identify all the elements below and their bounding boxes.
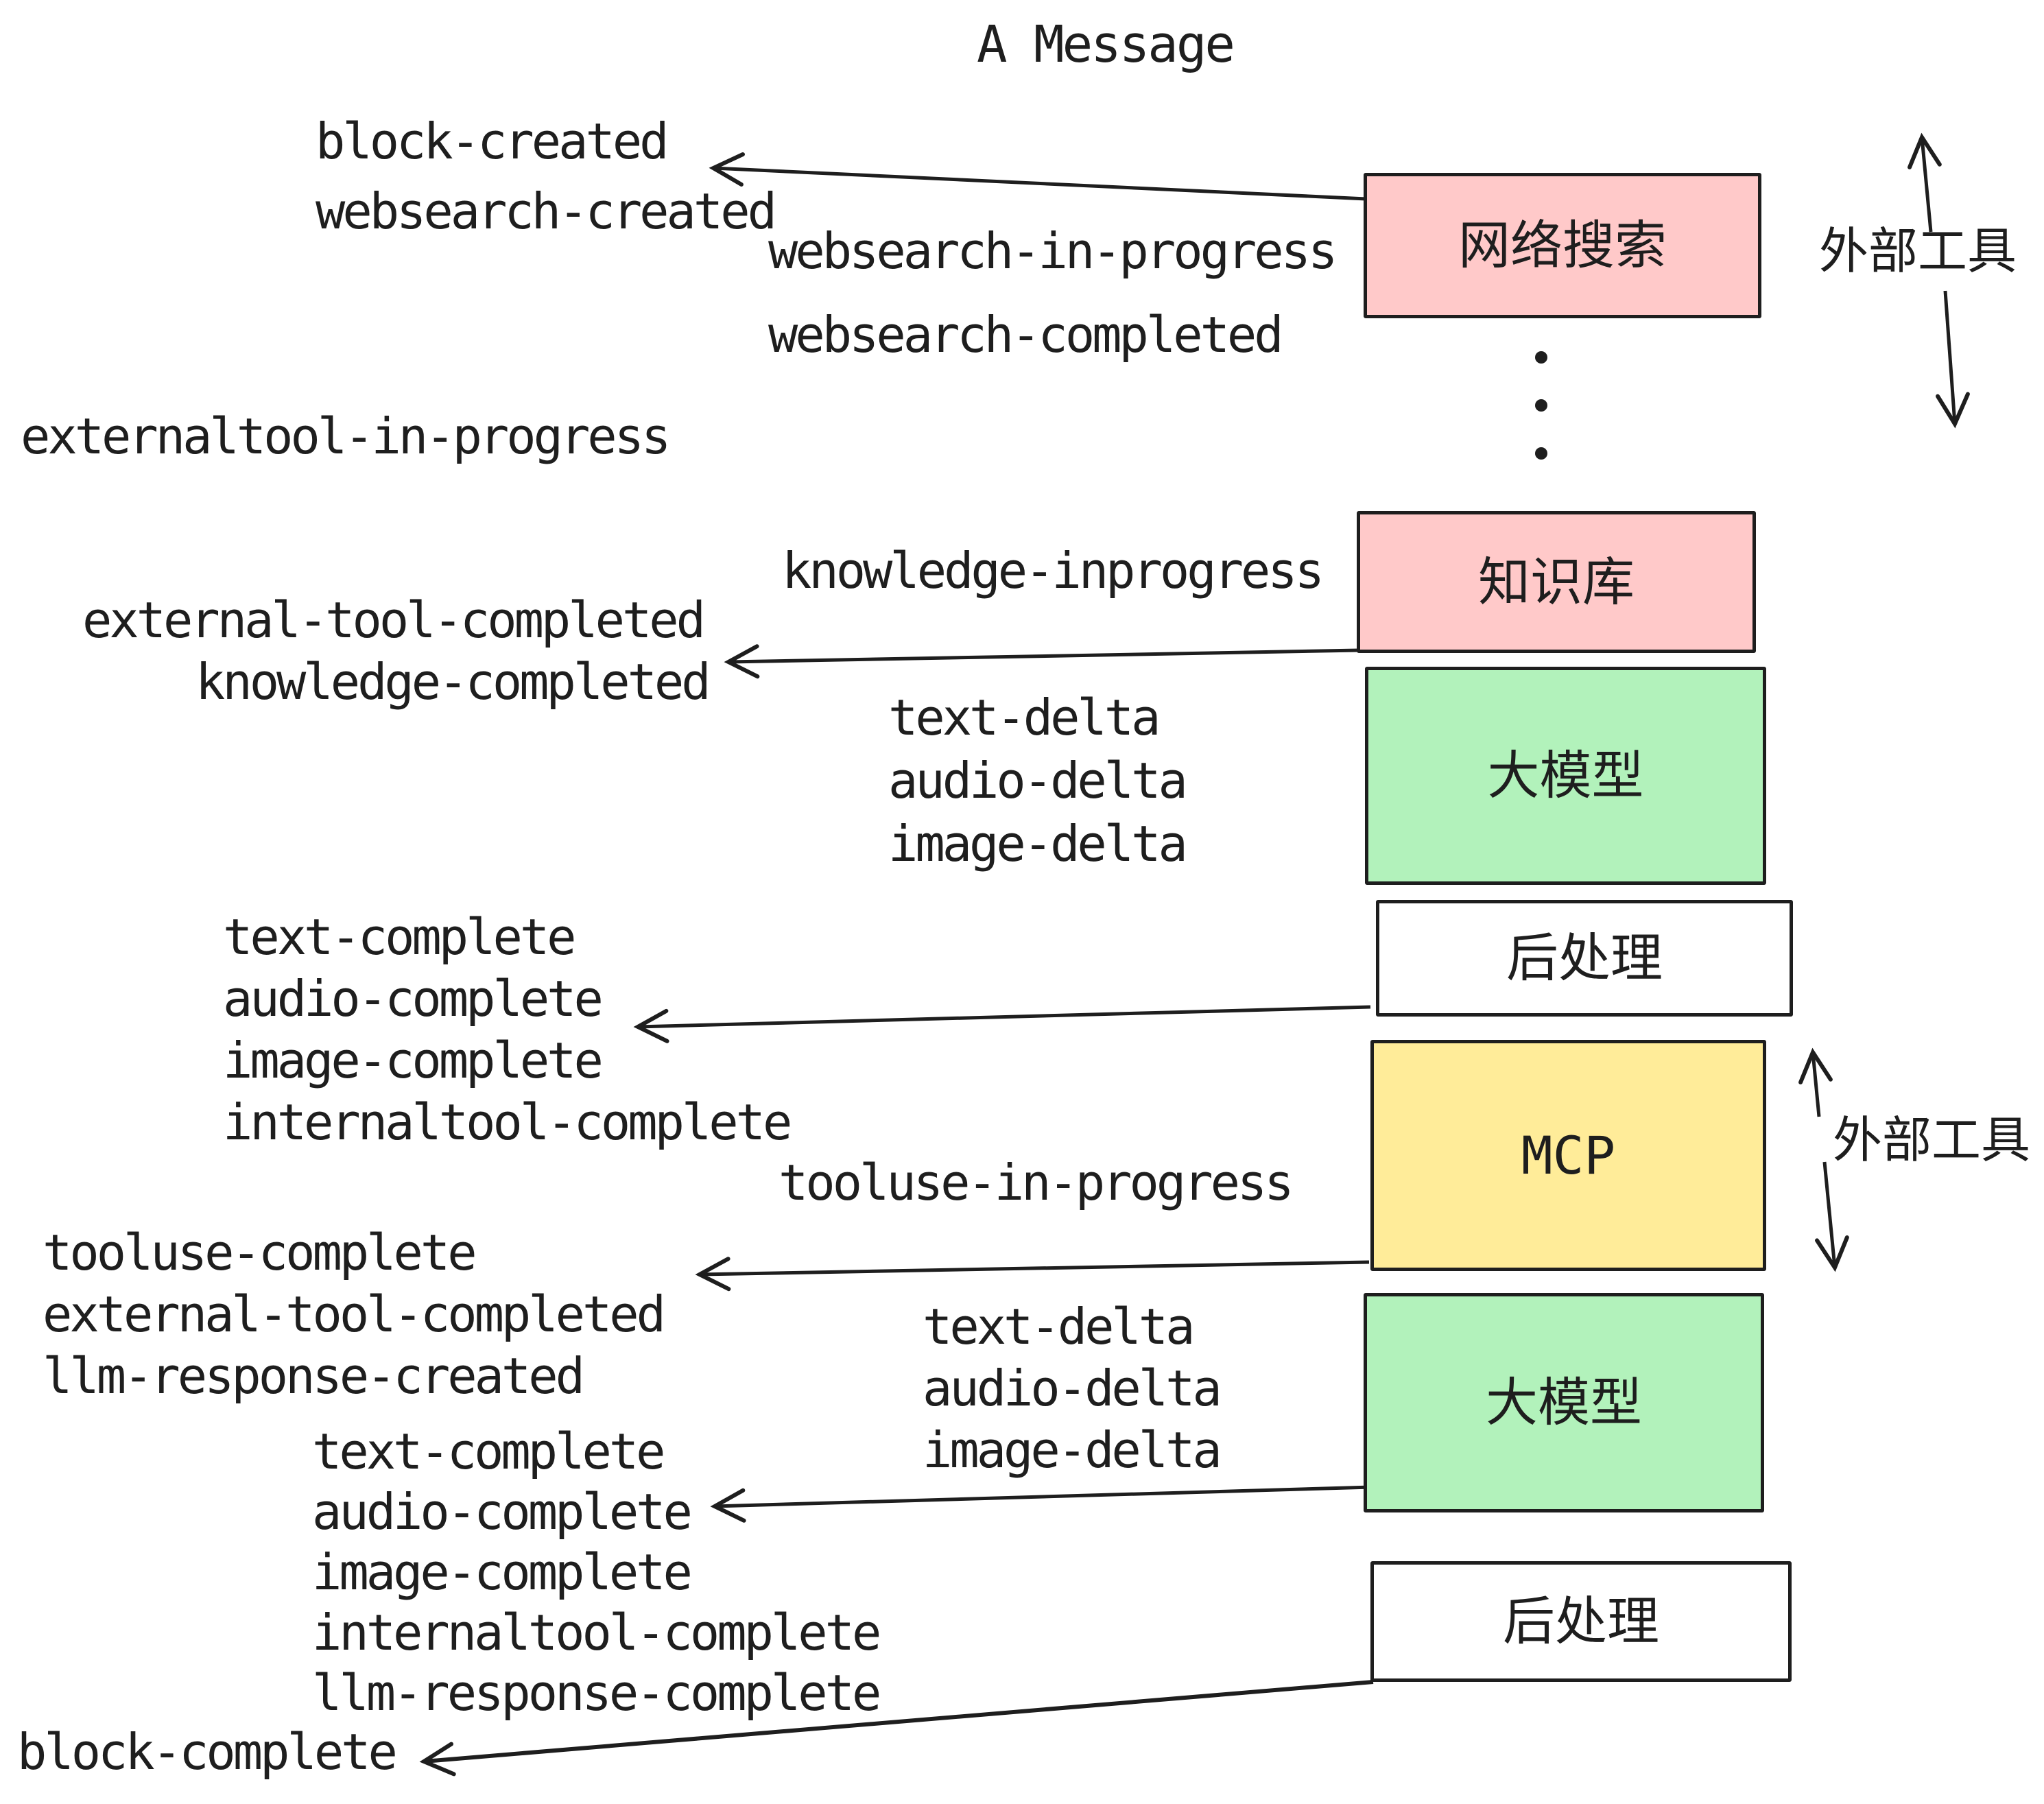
- event-external-tool-completed-2: external-tool-completed: [43, 1285, 666, 1343]
- external-tools-up-arrow-2: [1798, 1047, 1833, 1117]
- event-tooluse-in-progress: tooluse-in-progress: [779, 1154, 1294, 1211]
- arrow-audio-complete: [710, 1485, 1372, 1523]
- event-internaltool-complete-1: internaltool-complete: [223, 1093, 792, 1151]
- arrow-websearch-created: [709, 152, 1367, 201]
- diagram-title: A Message: [977, 15, 1235, 74]
- ellipsis-dot: [1535, 351, 1547, 364]
- event-external-tool-completed-1: external-tool-completed: [82, 591, 706, 649]
- event-image-complete-1: image-complete: [223, 1032, 604, 1089]
- event-text-delta-1: text-delta: [888, 689, 1161, 746]
- event-knowledge-inprogress: knowledge-inprogress: [782, 542, 1324, 600]
- box-postprocess-2: 后处理: [1370, 1561, 1792, 1682]
- event-llm-response-complete: llm-response-complete: [312, 1664, 881, 1722]
- vertical-ellipsis-dots: [1535, 351, 1547, 460]
- box-mcp: MCP: [1370, 1040, 1766, 1271]
- box-llm-2-label: 大模型: [1486, 1372, 1642, 1433]
- external-tools-up-arrow-1: [1908, 132, 1942, 233]
- box-websearch: 网络搜索: [1364, 173, 1761, 318]
- event-image-complete-2: image-complete: [312, 1543, 693, 1601]
- box-postprocess-1-label: 后处理: [1506, 927, 1663, 988]
- box-llm-2: 大模型: [1364, 1293, 1764, 1512]
- event-text-complete-1: text-complete: [223, 908, 577, 966]
- box-mcp-label: MCP: [1521, 1124, 1616, 1186]
- event-audio-delta-1: audio-delta: [888, 752, 1188, 809]
- event-image-delta-2: image-delta: [923, 1421, 1222, 1479]
- event-block-created: block-created: [316, 112, 669, 170]
- arrow-external-tool-completed: [695, 1257, 1370, 1292]
- box-websearch-label: 网络搜索: [1458, 215, 1667, 276]
- event-block-complete: block-complete: [17, 1723, 398, 1781]
- box-knowledge: 知识库: [1357, 511, 1756, 653]
- ellipsis-dot: [1535, 399, 1547, 412]
- event-websearch-created: websearch-created: [316, 182, 777, 240]
- event-knowledge-completed: knowledge-completed: [195, 653, 711, 711]
- arrow-image-complete: [633, 1005, 1371, 1043]
- event-internaltool-complete-2: internaltool-complete: [312, 1604, 881, 1661]
- event-websearch-in-progress: websearch-in-progress: [768, 222, 1338, 280]
- event-tooluse-complete: tooluse-complete: [43, 1224, 477, 1281]
- box-llm-1-label: 大模型: [1487, 745, 1644, 806]
- event-audio-complete-1: audio-complete: [223, 970, 604, 1028]
- ellipsis-dot: [1535, 447, 1547, 460]
- box-postprocess-1: 后处理: [1376, 900, 1793, 1017]
- event-text-delta-2: text-delta: [923, 1298, 1195, 1355]
- external-tools-label-2: 外部工具: [1833, 1111, 2031, 1169]
- event-image-delta-1: image-delta: [888, 815, 1188, 873]
- event-audio-complete-2: audio-complete: [312, 1483, 693, 1541]
- external-tools-label-1: 外部工具: [1819, 222, 2017, 280]
- event-text-complete-2: text-complete: [312, 1423, 666, 1480]
- event-externaltool-in-progress: externaltool-in-progress: [21, 407, 671, 465]
- arrow-knowledge-completed: [724, 644, 1360, 679]
- external-tools-down-arrow-1: [1936, 290, 1970, 429]
- event-websearch-completed: websearch-completed: [768, 306, 1284, 364]
- external-tools-down-arrow-2: [1815, 1161, 1849, 1272]
- box-knowledge-label: 知识库: [1478, 551, 1635, 613]
- event-audio-delta-2: audio-delta: [923, 1360, 1222, 1417]
- box-postprocess-2-label: 后处理: [1503, 1591, 1659, 1652]
- box-llm-1: 大模型: [1365, 667, 1766, 885]
- event-llm-response-created: llm-response-created: [43, 1347, 585, 1405]
